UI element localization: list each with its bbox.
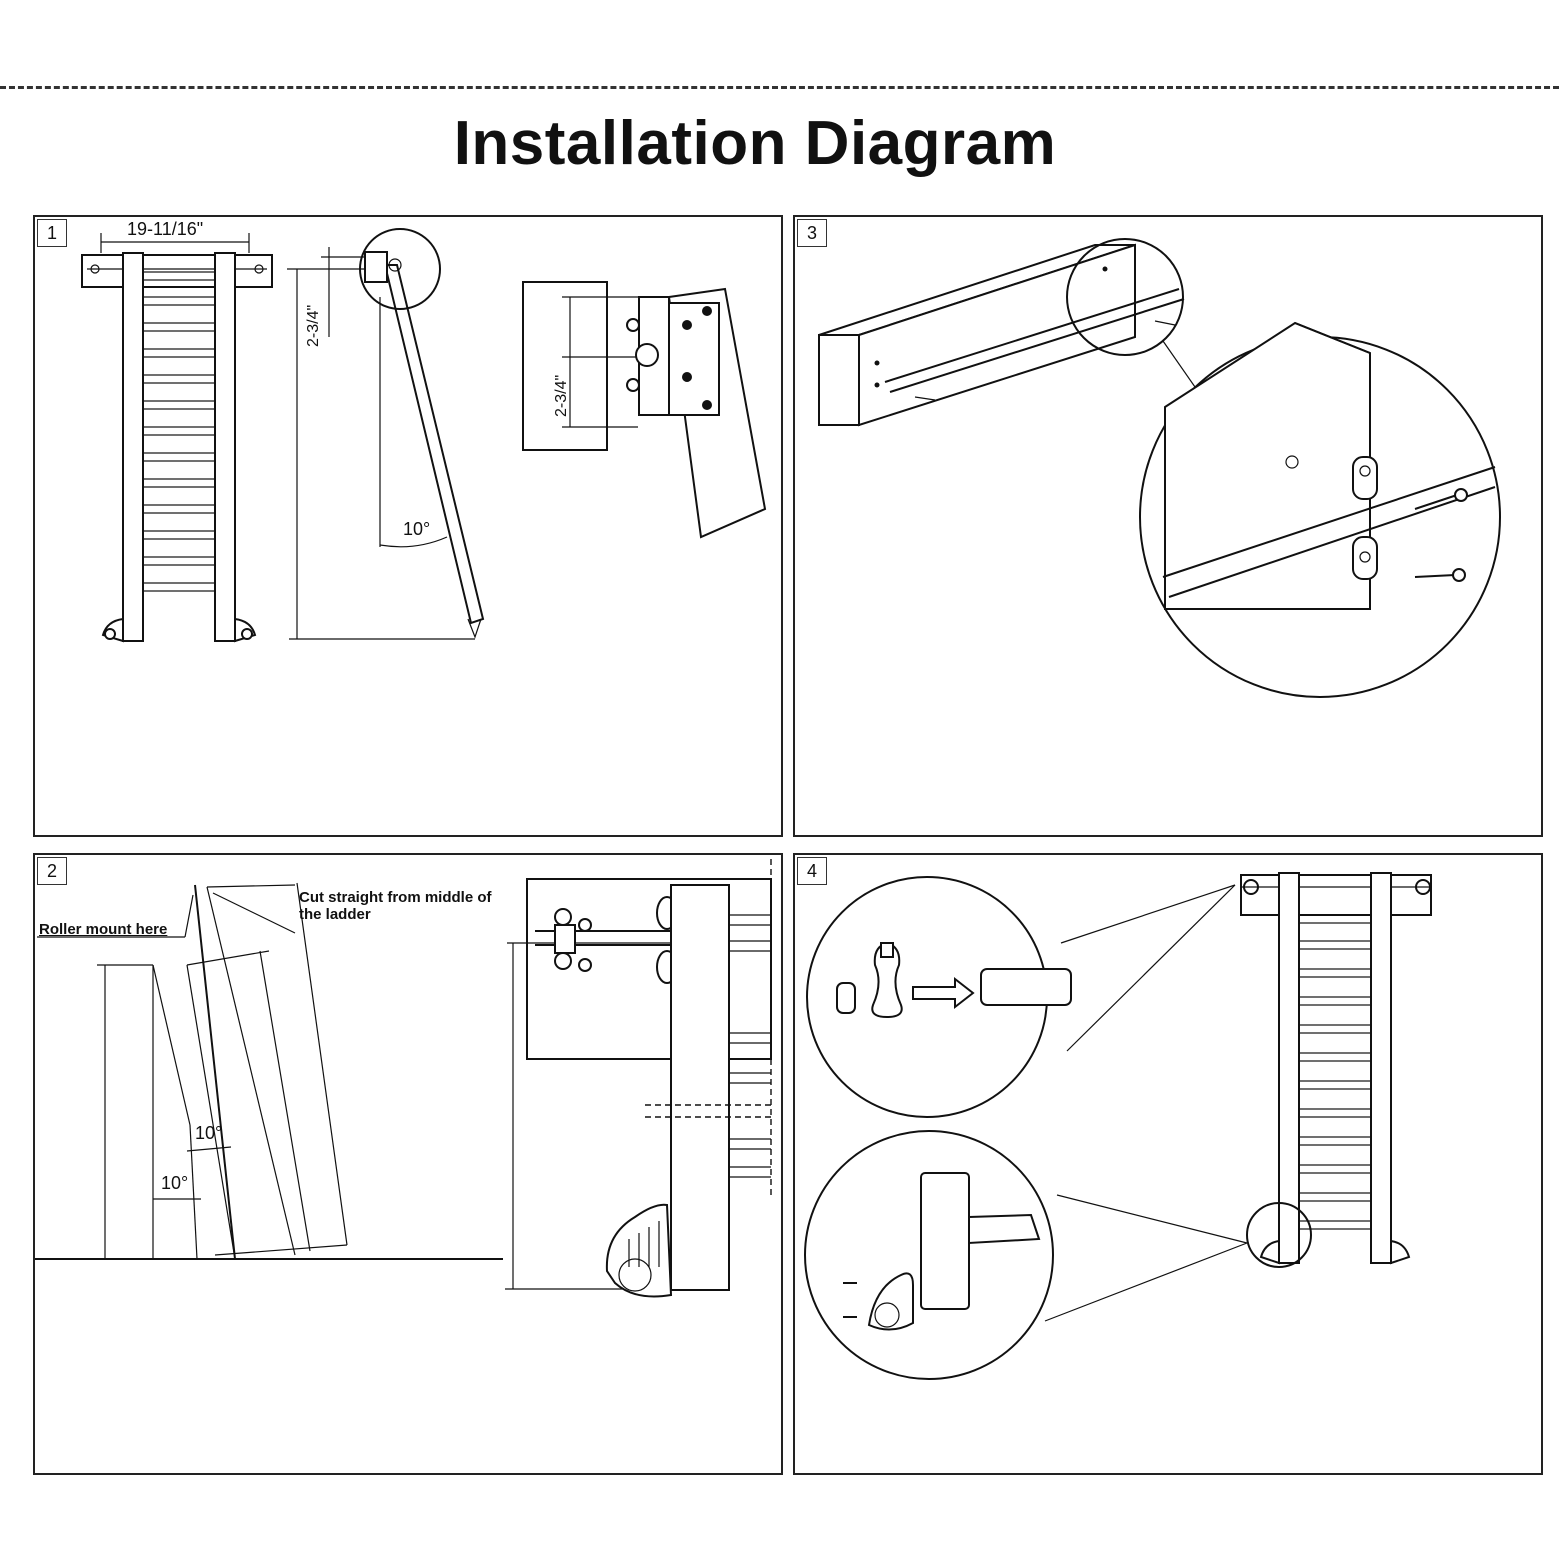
magnified-roller [867,1272,914,1331]
magnifier-target [1246,1202,1312,1268]
side-dimension-label: 2-3/4" [305,304,322,347]
panel-2: 2 [33,853,783,1475]
insert-arrow [912,976,975,1010]
width-dimension-label: 19-11/16" [127,219,204,239]
cut-pointer [212,892,296,934]
bracket [364,251,388,283]
cut-instruction-label: Cut straight from middle of the ladder [299,889,492,923]
bracket-lower [1352,536,1378,580]
screw-hole [1285,455,1299,469]
detail-roller [635,343,659,367]
panel-number: 2 [37,857,67,885]
top-rail [1240,874,1432,916]
panel-number: 1 [37,219,67,247]
ladder-rail-left [1278,872,1300,1264]
screw-lower [1414,574,1456,578]
panel-number: 3 [797,219,827,247]
panel-3-drawing [818,238,1501,698]
ladder-rail-right [214,252,236,642]
closeup-bracket [554,924,576,954]
angle-arc [379,536,448,548]
side-ladder [383,264,485,625]
panel-1-drawing [81,228,767,643]
magnifier-bottom [804,1130,1054,1380]
ladder-rail-left [122,252,144,642]
board-front [858,243,1136,427]
panel-4-drawing [804,872,1432,1380]
rail-rod [884,288,1180,383]
panel-number: 4 [797,857,827,885]
ladder-rungs [142,271,216,592]
top-dashed-rule [0,86,1559,89]
page-title: Installation Diagram [453,109,1057,178]
rod-end [980,968,1072,1006]
closeup-ladder-rail [670,884,730,1291]
ladder-rail-right [1370,872,1392,1264]
magnified-rod [1162,466,1496,578]
angle-label-lower: 10° [161,1173,189,1193]
magnified-step [968,1213,1041,1245]
detail-dimension-label: 2-3/4" [553,374,570,417]
angle-label: 10° [403,519,431,539]
end-cap [836,982,856,1014]
bracket-upper [1352,456,1378,500]
magnifier-circle [359,228,441,310]
detail-board [522,281,608,451]
closeup-rungs [729,914,771,1178]
roller-mount-label: Roller mount here [39,921,168,938]
panel-2-drawing [35,859,772,1298]
magnifier-small [1066,238,1184,356]
angle-label-upper: 10° [195,1123,223,1143]
ladder-edge [194,884,236,1260]
closeup-board [526,878,772,1060]
ladder-rungs [1298,914,1372,1230]
magnified-rail [920,1172,970,1310]
panel-1: 1 [33,215,783,837]
screw-upper [1414,494,1458,510]
top-rail [81,254,273,288]
panel-3: 3 [793,215,1543,837]
panel-4: 4 [793,853,1543,1475]
